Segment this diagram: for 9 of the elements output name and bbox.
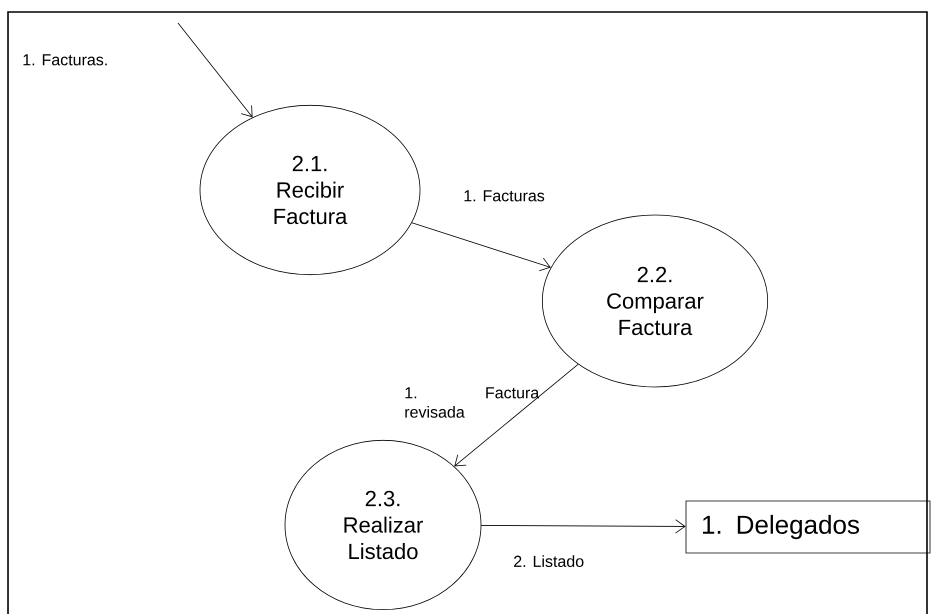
- edge-label: 1. Factura revisada: [405, 387, 540, 418]
- arrow: [178, 22, 253, 118]
- arrow: [481, 519, 686, 534]
- arrow: [411, 222, 551, 272]
- edge-label: 1. Facturas.: [24, 54, 107, 66]
- edge-label: 1. Facturas: [464, 190, 544, 202]
- arrow: [454, 364, 578, 466]
- edge-label: 2. Listado: [514, 555, 584, 567]
- entity-box: 1. Delegados: [686, 500, 930, 554]
